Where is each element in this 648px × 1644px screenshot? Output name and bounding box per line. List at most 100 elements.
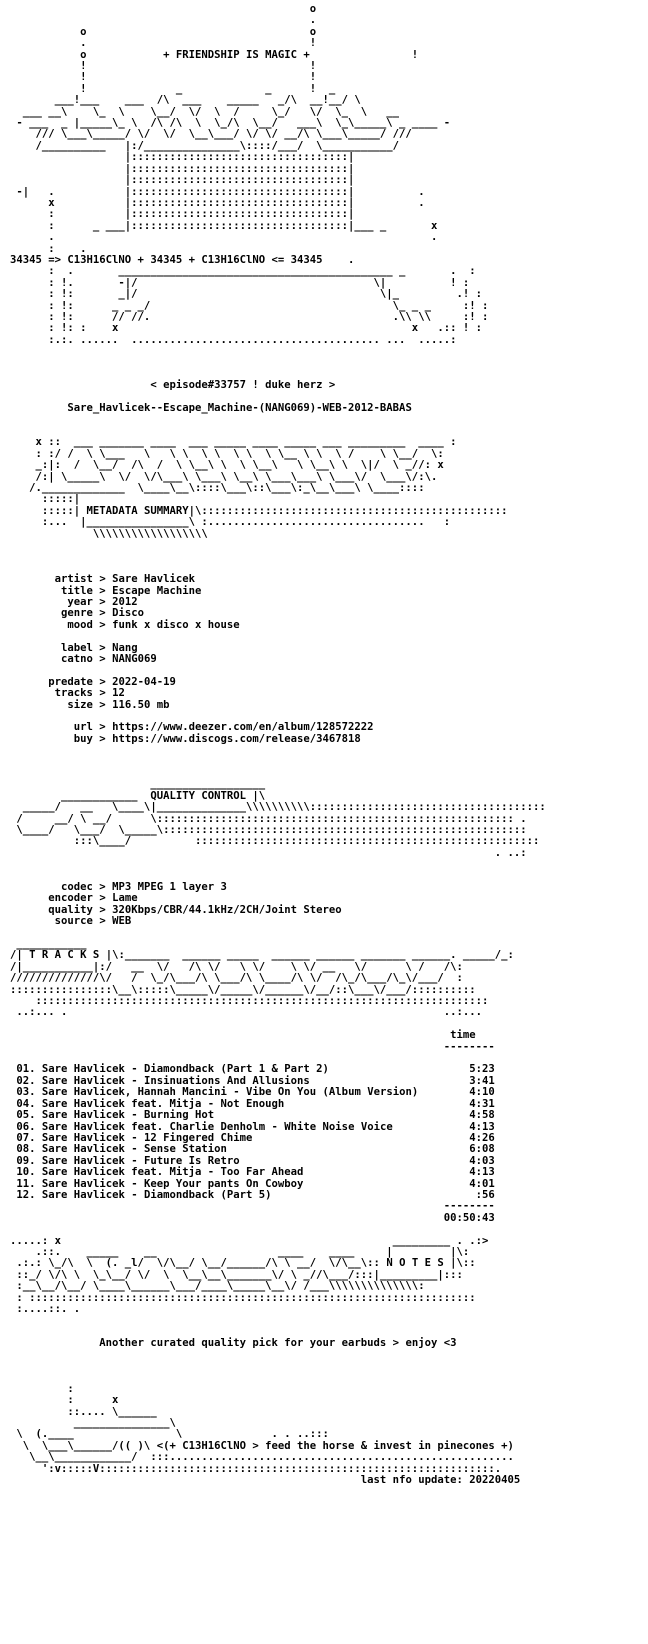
track-title: Sare Havlicek - Diamondback (Part 5) — [41, 1188, 272, 1201]
section-title-tracks: T R A C K S — [29, 949, 100, 962]
tracks-logo-tail: |\:_______ ______ _____ ______ ______ __… — [10, 949, 514, 1019]
episode-line: < episode#33757 ! duke herz > — [10, 380, 546, 391]
release-name-line: Sare_Havlicek--Escape_Machine-(NANG069)-… — [10, 402, 546, 415]
kv-row-tracks: tracks > 12 — [54, 687, 125, 700]
kv-key: title — [61, 584, 93, 597]
track-title: Sare Havlicek feat. Charlie Denholm - Wh… — [41, 1120, 393, 1133]
kv-key: url — [73, 721, 93, 734]
track-time: 4:13 — [469, 1166, 495, 1179]
track-number: 03. — [16, 1086, 36, 1099]
track-title: Sare Havlicek - Insinuations And Allusio… — [41, 1074, 310, 1087]
track-title: Sare Havlicek - 12 Fingered Chime — [41, 1131, 253, 1144]
release-name: Sare_Havlicek--Escape_Machine-(NANG069)-… — [67, 402, 412, 415]
kv-key: encoder — [48, 892, 93, 905]
tracklist: 01. Sare Havlicek - Diamondback (Part 1 … — [10, 1064, 546, 1201]
kv-value: WEB — [112, 915, 132, 928]
track-time: 5:23 — [469, 1063, 495, 1076]
kv-value: 12 — [112, 687, 125, 700]
kv-key: quality — [48, 903, 93, 916]
formula-line: 34345 => C13H16ClNO + 34345 + C13H16ClNO… — [10, 253, 546, 266]
kv-key: buy — [73, 732, 93, 745]
kv-row-year: year > 2012 — [67, 595, 138, 608]
kv-value: Sare Havlicek — [112, 573, 195, 586]
notes-text: Another curated quality pick for your ea… — [99, 1337, 457, 1350]
kv-value: funk x disco x house — [112, 618, 240, 631]
kv-value: 2012 — [112, 595, 138, 608]
track-row: 02. Sare Havlicek - Insinuations And All… — [10, 1074, 546, 1087]
track-row: 08. Sare Havlicek - Sense Station 6:08 — [10, 1144, 546, 1155]
kv-row-source: source > WEB — [54, 915, 132, 928]
quality-logo-line: __________________ ____________ QUALITY … — [10, 778, 546, 859]
track-row: 01. Sare Havlicek - Diamondback (Part 1 … — [10, 1064, 546, 1075]
kv-key: catno — [61, 653, 93, 665]
kv-key: source — [54, 915, 93, 928]
tracklist-time-header: time — [450, 1029, 476, 1042]
kv-value: Escape Machine — [112, 584, 202, 597]
kv-row-codec: codec > MP3 MPEG 1 layer 3 — [61, 881, 227, 894]
tracklist-total: 00:50:43 — [443, 1211, 495, 1224]
track-row: 11. Sare Havlicek - Keep Your pants On C… — [10, 1177, 546, 1190]
kv-key: artist — [54, 573, 93, 586]
header-ascii-art: o . o o . ! o + FRIENDSHIP IS MAGIC + — [16, 3, 451, 255]
kv-row-label: label > Nang — [61, 641, 138, 654]
kv-key: label — [61, 641, 93, 654]
track-number: 11. — [16, 1177, 36, 1190]
kv-value: 320Kbps/CBR/44.1kHz/2CH/Joint Stereo — [112, 903, 342, 916]
kv-key: mood — [67, 618, 93, 631]
kv-value: https://www.discogs.com/release/3467818 — [112, 732, 361, 745]
kv-row-quality: quality > 320Kbps/CBR/44.1kHz/2CH/Joint … — [48, 903, 342, 916]
section-title-quality: QUALITY CONTROL — [150, 789, 246, 802]
kv-value: 116.50 mb — [112, 698, 170, 711]
track-number: 04. — [16, 1097, 36, 1110]
footer-logo-line: : : x ::.... \______ _______________\ \ … — [10, 1382, 546, 1475]
kv-value: NANG069 — [112, 653, 157, 665]
kv-key: size — [67, 698, 93, 711]
track-time: 4:03 — [469, 1154, 495, 1167]
kv-value: Lame — [112, 892, 138, 905]
track-time: 3:41 — [469, 1074, 495, 1087]
track-time: 4:01 — [469, 1177, 495, 1190]
section-title-metadata: METADATA SUMMARY — [86, 504, 189, 517]
kv-key: year — [67, 595, 93, 608]
track-time: 6:08 — [469, 1143, 495, 1156]
header-ascii-art-bottom: : . ____________________________________… — [48, 265, 489, 346]
track-number: 10. — [16, 1166, 36, 1179]
quality-logo-head: __________________ ____________ — [61, 778, 266, 802]
notes-logo-head: .....: x _________ . .:> .::. _____ __ _… — [10, 1234, 489, 1270]
track-row: 05. Sare Havlicek - Burning Hot 4:58 — [10, 1109, 546, 1122]
track-row: 09. Sare Havlicek - Future Is Retro 4:03 — [10, 1154, 546, 1167]
quality-list: codec > MP3 MPEG 1 layer 3 encoder > Lam… — [10, 881, 546, 928]
track-time: 4:31 — [469, 1097, 495, 1110]
track-title: Sare Havlicek - Sense Station — [41, 1143, 227, 1156]
track-title: Sare Havlicek - Future Is Retro — [41, 1154, 240, 1167]
nfo-document: o . o o . ! o + FRIENDSHIP IS MAGIC + — [10, 3, 546, 1486]
track-number: 12. — [16, 1188, 36, 1201]
track-title: Sare Havlicek - Keep Your pants On Cowbo… — [41, 1177, 304, 1190]
kv-row-title: title > Escape Machine — [61, 584, 202, 597]
kv-row-url: url > https://www.deezer.com/en/album/12… — [73, 721, 374, 734]
track-row: 10. Sare Havlicek feat. Mitja - Too Far … — [10, 1166, 546, 1179]
tracklist-total-rule: -------- — [10, 1200, 495, 1213]
track-number: 01. — [16, 1063, 36, 1076]
track-row: 12. Sare Havlicek - Diamondback (Part 5)… — [10, 1188, 546, 1201]
track-title: Sare Havlicek - Diamondback (Part 1 & Pa… — [41, 1063, 329, 1076]
formula-art-tail: . — [322, 253, 355, 266]
kv-row-size: size > 116.50 mb — [67, 698, 170, 711]
track-time: 4:10 — [469, 1086, 495, 1099]
metadata-title-line: :::::| METADATA SUMMARY|\:::::::::::::::… — [10, 504, 546, 540]
track-row: 06. Sare Havlicek feat. Charlie Denholm … — [10, 1120, 546, 1133]
quality-logo-tail: |\ _____/ __ \____\|______________\\\\\\… — [16, 789, 546, 859]
kv-key: tracks — [54, 687, 93, 700]
track-time: 4:58 — [469, 1109, 495, 1122]
track-time: 4:26 — [469, 1131, 495, 1144]
kv-value: 2022-04-19 — [112, 675, 176, 688]
tracks-logo-line: ___________ /| T R A C K S |\:_______ __… — [10, 938, 546, 1019]
notes-line: Another curated quality pick for your ea… — [10, 1337, 546, 1350]
notes-logo-tail: |\:: ::_/ \/\ \ \_\__/ \/ \ \__\__\_____… — [16, 1257, 476, 1315]
footer-art-head: : : x ::.... \______ _______________\ \ … — [16, 1382, 329, 1452]
track-row: 03. Sare Havlicek, Hannah Mancini - Vibe… — [10, 1087, 546, 1098]
metadata-list: artist > Sare Havlicek title > Escape Ma… — [10, 573, 546, 745]
formula-text: 34345 => C13H16ClNO + 34345 + C13H16ClNO… — [10, 253, 323, 266]
track-time: :56 — [475, 1188, 495, 1201]
metadata-logo-art: x :: ___ _______ ____ ___ _____ ____ ___… — [29, 436, 457, 506]
